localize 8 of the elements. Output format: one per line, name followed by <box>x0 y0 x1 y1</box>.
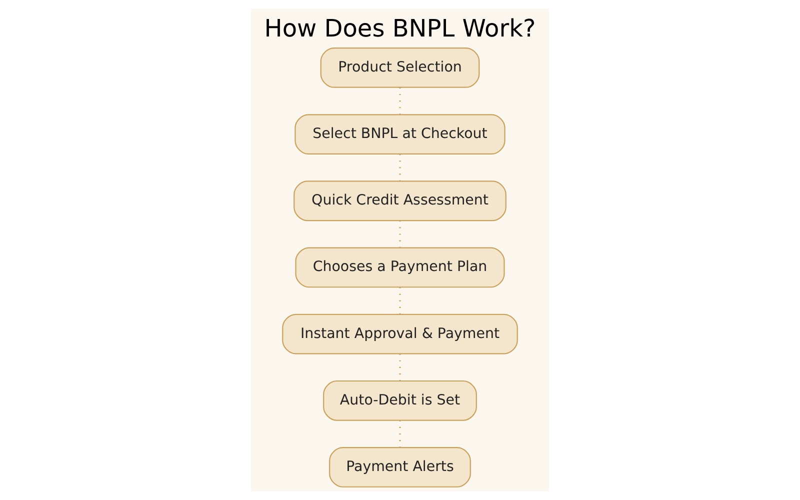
diagram-title: How Does BNPL Work? <box>264 14 536 43</box>
node-box: Auto-Debit is Set <box>323 380 477 421</box>
node-box: Quick Credit Assessment <box>294 180 506 222</box>
node-box: Chooses a Payment Plan <box>295 247 505 288</box>
node-box: Product Selection <box>320 48 480 88</box>
node-box: Payment Alerts <box>329 447 471 488</box>
node-box: Instant Approval & Payment <box>282 314 518 354</box>
node-box: Select BNPL at Checkout <box>294 114 506 154</box>
